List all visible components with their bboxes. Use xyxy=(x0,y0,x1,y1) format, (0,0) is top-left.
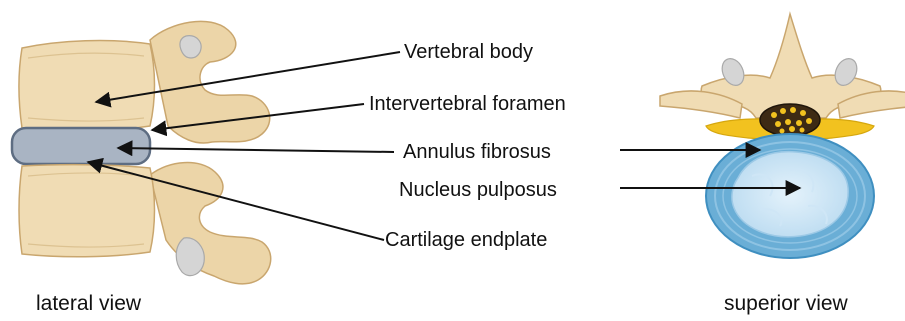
arrow-annulus-fibrosus-left xyxy=(118,148,394,152)
label-cartilage-endplate: Cartilage endplate xyxy=(385,230,547,250)
upper-vertebral-body xyxy=(19,41,155,131)
caption-superior-view: superior view xyxy=(724,293,848,314)
intervertebral-disc-lateral xyxy=(12,128,150,164)
label-annulus-fibrosus: Annulus fibrosus xyxy=(403,142,551,162)
label-intervertebral-foramen: Intervertebral foramen xyxy=(369,94,566,114)
caption-lateral-view: lateral view xyxy=(36,293,141,314)
posterior-elements xyxy=(150,21,271,283)
nucleus-pulposus xyxy=(732,152,848,237)
superior-view-illustration xyxy=(660,14,905,258)
lateral-view-illustration xyxy=(12,21,271,283)
label-vertebral-body: Vertebral body xyxy=(404,42,533,62)
lower-vertebral-body xyxy=(19,165,155,257)
label-nucleus-pulposus: Nucleus pulposus xyxy=(399,180,557,200)
